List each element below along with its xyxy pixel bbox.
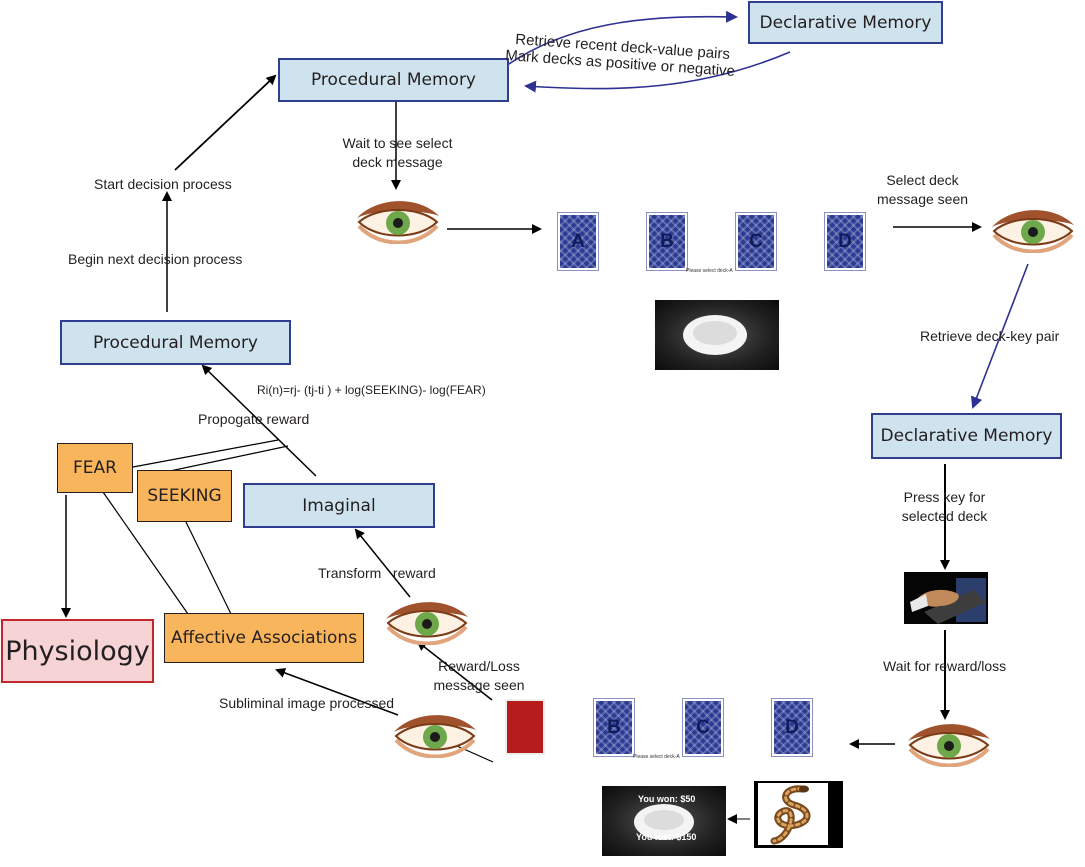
select-seen-label: Select deck message seen [860, 171, 985, 209]
arrow-retrieve-pairs [489, 10, 738, 79]
bowl-icon [634, 804, 694, 840]
bowl-icon [683, 315, 747, 355]
imaginal-box: Imaginal [243, 483, 435, 528]
eye-icon [394, 715, 476, 758]
deck-card-d-bottom: D [771, 698, 813, 757]
wait-reward-label: Wait for reward/loss [883, 658, 1007, 674]
eye-icon [386, 602, 468, 645]
declarative-memory-top-box: Declarative Memory [748, 1, 943, 44]
wait-select-line2: deck message [352, 154, 443, 170]
eye-icon [908, 724, 990, 767]
eye-icon [992, 210, 1074, 253]
press-key-line1: Press key for [903, 489, 986, 505]
arrow-mark-decks [524, 51, 791, 93]
red-card [505, 699, 545, 755]
feedback-photo: You won: $50 You lost: $150 [602, 786, 726, 856]
deck-card-d: D [824, 212, 866, 271]
snake-icon [758, 783, 828, 845]
press-key-line2: selected deck [901, 508, 988, 524]
wait-select-line1: Wait to see select [342, 135, 453, 151]
line-fear-affective [102, 491, 189, 615]
affective-associations-box: Affective Associations [164, 613, 364, 663]
procedural-memory-left-box: Procedural Memory [60, 320, 291, 365]
physiology-box: Physiology [1, 619, 154, 683]
select-deck-prompt: Please select deck-A [686, 268, 733, 274]
formula-label: Ri(n)=rj- (tj-ti ) + log(SEEKING)- log(F… [257, 383, 486, 397]
propagate-label: Propogate reward [198, 411, 310, 427]
deck-card-b-bottom: B [593, 698, 635, 757]
reward-seen-line1: Reward/Loss [438, 658, 520, 674]
declarative-memory-right-box: Declarative Memory [871, 413, 1062, 459]
keyboard-hand-photo [904, 572, 988, 624]
deck-card-b: B [646, 212, 688, 271]
arrow-transform [354, 528, 411, 598]
lost-text: You lost: $150 [636, 832, 697, 842]
deck-card-c-bottom: C [682, 698, 724, 757]
arrow-retrieve-key [970, 263, 1029, 409]
keyboard-hand-icon [910, 578, 986, 624]
line-seeking-affective [184, 519, 232, 615]
snake-photo [754, 781, 843, 848]
select-deck-prompt-bottom: Please select deck-A [633, 754, 680, 760]
eye-icon [357, 201, 439, 244]
transform-label: Transform reward [318, 565, 436, 581]
fear-box: FEAR [57, 443, 133, 493]
reward-seen-label: Reward/Loss message seen [414, 657, 544, 695]
press-key-label: Press key for selected deck [882, 488, 1007, 526]
arrow-start-decision [174, 74, 277, 171]
start-decision-label: Start decision process [94, 176, 232, 192]
subliminal-label: Subliminal image processed [219, 695, 395, 711]
retrieve-key-label: Retrieve deck-key pair [920, 328, 1060, 344]
arrow-subliminal [275, 668, 399, 716]
procedural-memory-top-box: Procedural Memory [278, 58, 509, 102]
select-seen-line2: message seen [876, 191, 969, 207]
arrow-propagate [201, 364, 317, 477]
select-seen-line1: Select deck [886, 172, 959, 188]
reward-seen-line2: message seen [433, 677, 525, 693]
arrow-reward-seen [416, 640, 493, 701]
won-text: You won: $50 [638, 794, 696, 804]
deck-card-c: C [735, 212, 777, 271]
wait-select-label: Wait to see select deck message [320, 134, 475, 172]
bowl-photo [655, 300, 779, 370]
seeking-box: SEEKING [137, 470, 232, 522]
deck-card-a: A [557, 212, 599, 271]
line-fear-propagate [132, 439, 279, 468]
begin-next-label: Begin next decision process [68, 251, 243, 267]
